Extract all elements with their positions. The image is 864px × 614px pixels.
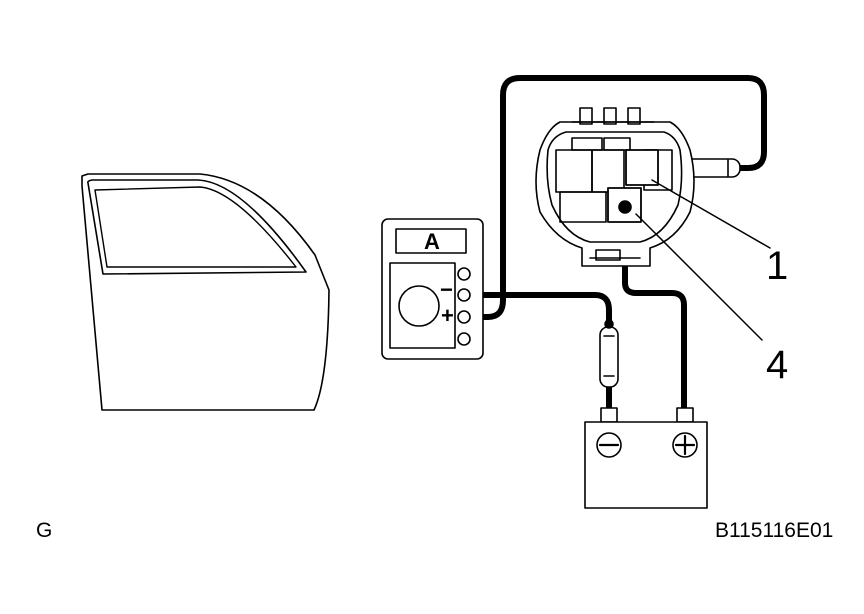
meter-minus-label: − [440,277,453,302]
terminal-4-pin [618,200,632,214]
battery-minus-symbol [596,432,622,458]
footer-left-code: G [36,519,53,542]
callout-1: 1 [766,244,789,288]
ammeter [381,218,484,360]
meter-jack-4 [457,332,471,346]
figure-id: B115116E01 [715,519,834,542]
connector [535,107,695,267]
wire-meter-plus-to-terminal-1 [465,75,767,320]
meter-unit-label: A [424,229,440,254]
wire-meter-minus-to-fuse [465,292,612,323]
meter-dial [398,285,440,327]
battery-plus-symbol [672,432,698,458]
meter-plus-label: + [441,303,454,328]
leader-line-1 [651,179,771,249]
inline-fuse [599,319,619,388]
meter-jack-minus [457,288,471,302]
battery [584,407,708,509]
door-outline [81,173,330,411]
meter-jack-plus [457,310,471,324]
leader-line-4 [635,213,763,341]
meter-jack-1 [457,267,471,281]
callout-4: 4 [766,343,789,387]
wire-terminal-4-to-battery-plus [622,204,687,413]
